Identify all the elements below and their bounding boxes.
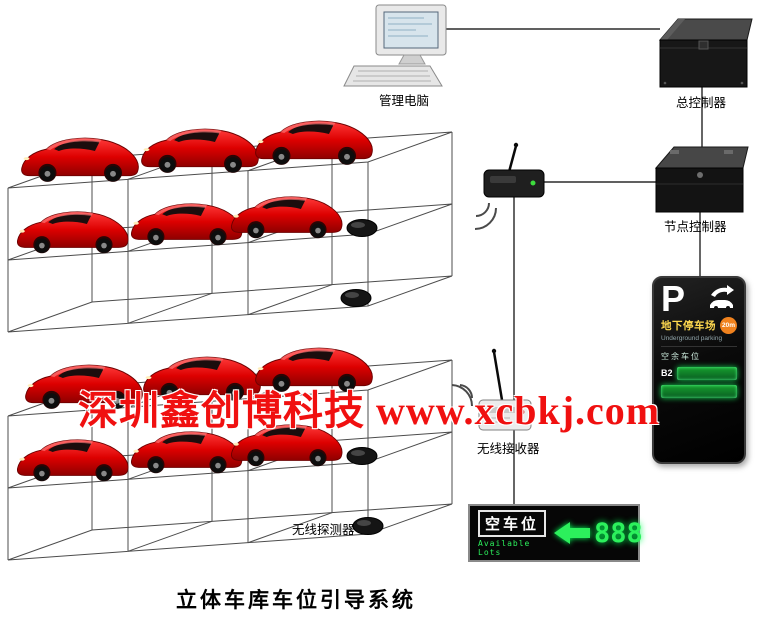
lots-title-block: 空车位 Available Lots: [478, 509, 547, 557]
detector-dome: [346, 447, 378, 465]
connection-lines: [446, 28, 703, 504]
car: [141, 128, 259, 174]
available-lots-panel: 空车位 Available Lots 888: [468, 504, 643, 562]
master-controller-graphic: [658, 18, 753, 88]
cars-top-rack: [16, 120, 373, 254]
sign-name-cn: 地下停车场: [661, 319, 716, 332]
led-display: [661, 384, 737, 398]
parking-sign-display: P 地下停车场 20m Underground parking 空余车位 B2: [652, 276, 746, 464]
label-node-controller: 节点控制器: [664, 220, 727, 234]
sign-floor-label: B2: [661, 368, 673, 379]
sign-p-letter: P: [661, 278, 686, 319]
lots-title-cn: 空车位: [478, 509, 547, 537]
signal-waves-icon: [474, 202, 497, 230]
lots-count-block: 888: [554, 518, 643, 549]
car: [21, 137, 139, 183]
lots-title-en: Available Lots: [478, 538, 531, 557]
wireless-receiver-graphic: [451, 348, 532, 431]
left-arrow-icon: [554, 522, 591, 544]
label-wireless-detector: 无线探测器: [292, 523, 355, 537]
car: [130, 203, 243, 246]
sign-name-row: 地下停车场 20m: [661, 316, 737, 334]
diagram-title: 立体车库车位引导系统: [176, 589, 416, 612]
sign-car-arrow-icon: [710, 285, 734, 310]
label-wireless-receiver: 无线接收器: [477, 442, 540, 456]
sign-distance-badge: 20m: [720, 316, 737, 334]
wireless-transmitter-graphic: [474, 142, 545, 230]
label-management-computer: 管理电脑: [378, 94, 429, 108]
car: [16, 211, 129, 254]
sign-led-row: B2: [661, 366, 737, 380]
watermark-text: 深圳鑫创博科技 www.xcbkj.com: [78, 388, 661, 433]
detector-dome: [352, 517, 384, 535]
signal-waves-icon: [451, 384, 474, 407]
management-computer-graphic: [343, 4, 447, 87]
sign-divider: [661, 345, 737, 347]
sign-led-row: [661, 384, 737, 398]
node-controller-graphic: [654, 146, 749, 213]
led-display: [676, 366, 737, 380]
detector-dome: [340, 289, 372, 307]
sign-name-en: Underground parking: [661, 334, 723, 342]
car: [255, 120, 373, 166]
sign-spaces-label: 空余车位: [661, 351, 701, 361]
detector-dome: [346, 219, 378, 237]
sign-top-row: P: [661, 278, 737, 319]
car: [16, 439, 129, 482]
car: [130, 431, 243, 474]
lots-count: 888: [594, 517, 643, 549]
label-master-controller: 总控制器: [676, 96, 727, 110]
